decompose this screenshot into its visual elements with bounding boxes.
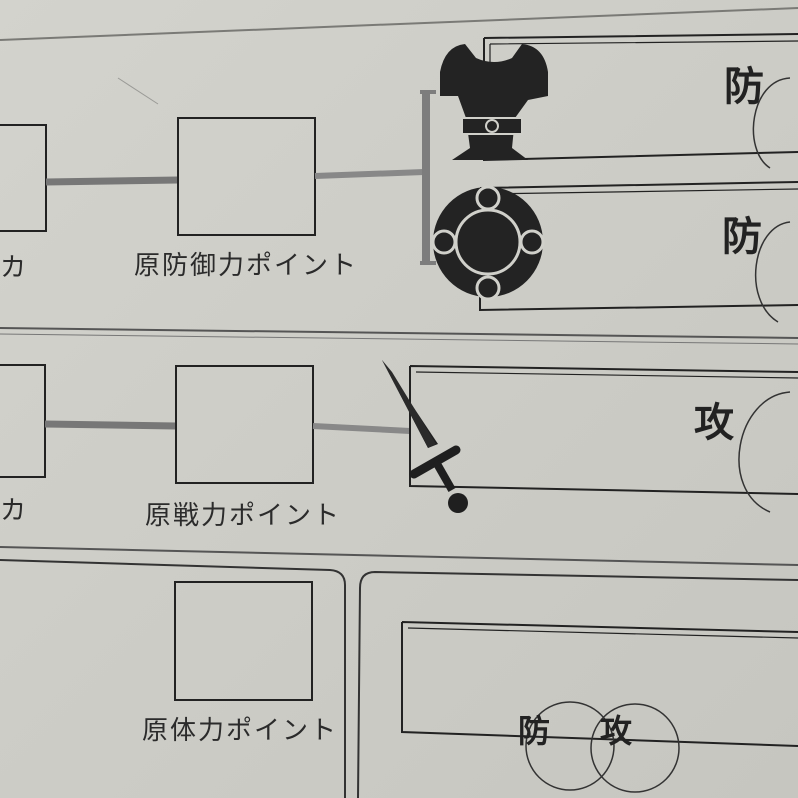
- result-attack-circle: [590, 703, 680, 793]
- defense-connector-1: [45, 176, 179, 186]
- shield-value-frame-inner: [485, 188, 798, 195]
- attack-left-label-fragment: カ: [0, 496, 29, 526]
- shield-icon: [431, 185, 545, 301]
- sword-circle: [738, 391, 791, 513]
- result-value-frame-inner: [407, 627, 798, 639]
- stamina-point-label: 原体力ポイント: [142, 716, 339, 746]
- sword-value-frame-inner: [415, 371, 798, 379]
- armor-circle: [752, 77, 791, 169]
- result-defense-circle: [525, 701, 615, 791]
- stamina-point-box: [174, 581, 313, 701]
- defense-left-label-fragment: カ: [0, 253, 29, 283]
- attack-connector-2: [312, 423, 411, 434]
- armor-value-label: 防: [724, 64, 766, 110]
- result-defense-label: 防: [518, 712, 553, 750]
- armor-icon: [440, 44, 548, 160]
- result-value-frame: [401, 621, 798, 747]
- section-divider-1: [0, 327, 798, 339]
- sword-value-label: 攻: [694, 400, 736, 446]
- attack-point-box: [175, 365, 314, 484]
- result-panel: [357, 571, 798, 798]
- defense-connector-2: [314, 169, 425, 179]
- defense-point-box: [177, 117, 316, 236]
- defense-point-label: 原防御力ポイント: [134, 251, 359, 281]
- pencil-mark: [117, 77, 159, 105]
- shield-circle: [755, 221, 791, 323]
- shield-value-label: 防: [722, 214, 764, 260]
- attack-point-label: 原戦力ポイント: [145, 501, 342, 531]
- attack-connector-1: [44, 420, 177, 430]
- stamina-panel: [0, 559, 346, 798]
- section-divider-1b: [0, 333, 798, 345]
- section-divider-2: [0, 546, 798, 566]
- result-attack-label: 攻: [600, 712, 635, 750]
- sheet-top-edge: [0, 7, 798, 41]
- sword-value-frame: [409, 365, 798, 495]
- attack-left-box: [0, 364, 46, 478]
- sword-icon: [382, 360, 468, 513]
- defense-left-box: [0, 124, 47, 232]
